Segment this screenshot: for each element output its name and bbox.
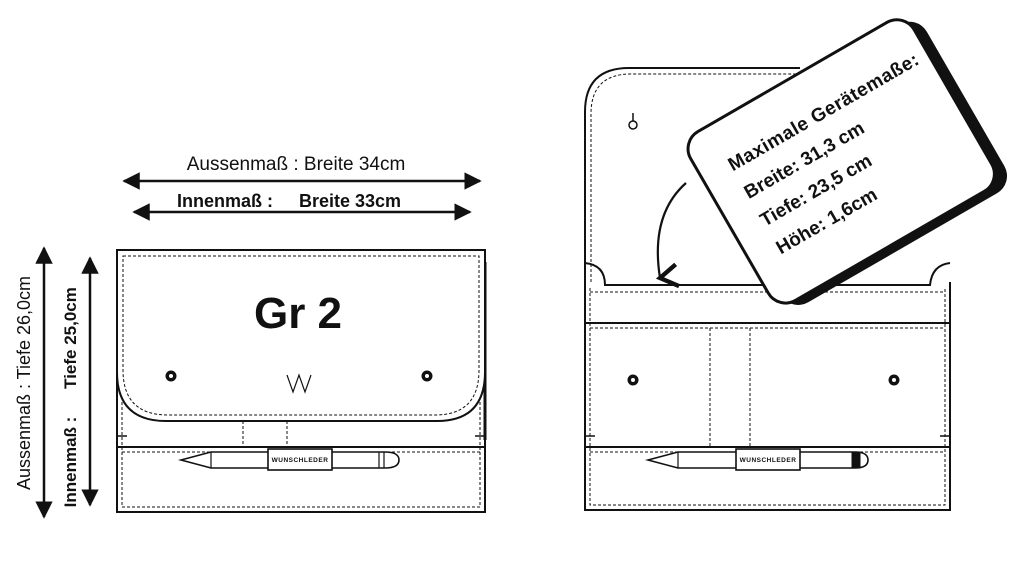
pen-icon: [644, 448, 869, 471]
outer-depth-label: Aussenmaß : Tiefe 26,0cm: [14, 276, 34, 490]
inner-depth-value: Tiefe 25,0cm: [61, 287, 80, 389]
bag-open-body: [584, 282, 951, 511]
bag-closed: [116, 249, 487, 513]
width-dimensions: Aussenmaß : Breite 34cm Innenmaß : Breit…: [122, 154, 482, 221]
inner-width-label: Innenmaß :: [177, 191, 273, 211]
inner-width-value: Breite 33cm: [299, 191, 401, 211]
device-card: [686, 18, 1008, 305]
bag-open-flap: [584, 67, 800, 282]
outer-width-label: Aussenmaß : Breite 34cm: [187, 154, 406, 175]
pen-brand-label: WUNSCHLEDER: [272, 457, 329, 464]
pen-icon: [177, 448, 400, 471]
insert-arrow-icon: [655, 182, 687, 289]
brand-logo-icon: [286, 373, 312, 394]
size-label: Gr 2: [254, 289, 342, 338]
device-card-body: [686, 18, 996, 305]
inner-depth-label: Innenmaß :: [61, 417, 80, 508]
depth-dimensions: Aussenmaß : Tiefe 26,0cm Innenmaß : Tief…: [14, 246, 99, 519]
snap-socket-icon: [628, 120, 638, 130]
pen-brand-label: WUNSCHLEDER: [740, 457, 797, 464]
bag-closed-flap: [116, 249, 486, 422]
